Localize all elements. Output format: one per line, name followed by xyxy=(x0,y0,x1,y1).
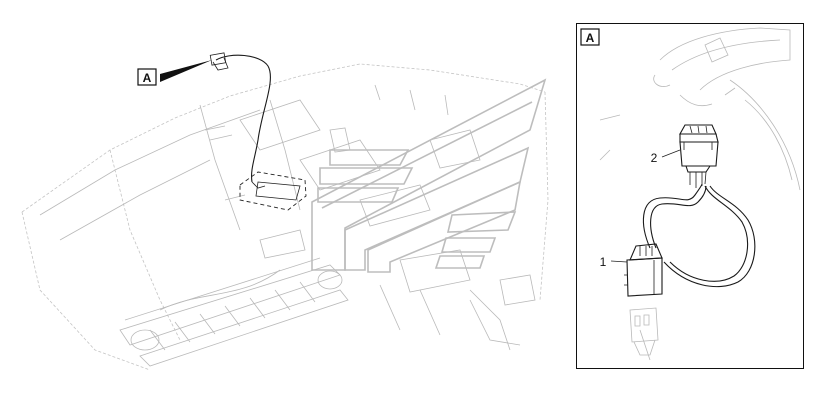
crawler-track xyxy=(119,257,349,367)
part-callout-1: 1 xyxy=(600,255,628,269)
wiring-harness-location xyxy=(209,52,307,211)
part-number-2: 2 xyxy=(651,151,658,165)
detail-view-frame xyxy=(576,23,804,369)
connector-1 xyxy=(624,243,663,297)
harness-cable xyxy=(642,183,703,249)
detail-view-a: A xyxy=(576,23,804,369)
main-callout: A xyxy=(137,60,212,86)
part-callout-2: 2 xyxy=(651,149,681,165)
connector-2 xyxy=(679,124,719,188)
machine-overview-drawing xyxy=(21,63,549,371)
detail-view-title-label: A xyxy=(586,31,595,45)
harness-module-dashed-outline xyxy=(239,171,307,211)
watermark-logo xyxy=(311,78,547,273)
main-callout-label: A xyxy=(143,71,152,85)
mating-connector xyxy=(629,307,659,356)
part-number-1: 1 xyxy=(600,255,607,269)
callout-pointer-arrow xyxy=(160,60,212,82)
